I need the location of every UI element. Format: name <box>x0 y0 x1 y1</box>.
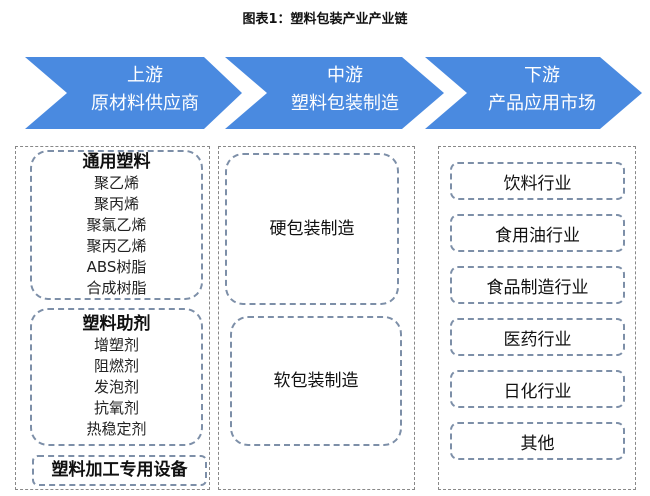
stage-level: 上游 <box>127 65 163 86</box>
downstream-item: 医药行业 <box>450 318 625 356</box>
box-label: 硬包装制造 <box>269 218 355 239</box>
arrow-upstream <box>25 57 242 129</box>
list-item: 聚丙乙烯 <box>86 236 147 255</box>
stage-downstream: 下游 产品应用市场 <box>452 62 632 118</box>
stage-level: 中游 <box>327 65 363 86</box>
list-item: ABS树脂 <box>86 257 147 276</box>
equipment-box: 塑料加工专用设备 <box>32 455 207 486</box>
midstream-column <box>218 146 415 490</box>
box-label: 软包装制造 <box>273 370 359 391</box>
list-item: 合成树脂 <box>86 278 147 297</box>
stage-name: 塑料包装制造 <box>291 93 399 114</box>
stage-name: 产品应用市场 <box>488 93 596 114</box>
downstream-item: 食用油行业 <box>450 214 625 252</box>
stage-upstream: 上游 原材料供应商 <box>55 62 235 118</box>
box-heading: 通用塑料 <box>82 151 151 172</box>
list-item: 聚乙烯 <box>93 173 139 192</box>
stage-midstream: 中游 塑料包装制造 <box>255 62 435 118</box>
list-item: 阻燃剂 <box>93 357 139 375</box>
arrow-downstream <box>425 57 642 129</box>
stage-name: 原材料供应商 <box>91 93 199 114</box>
list-item: 热稳定剂 <box>86 420 147 438</box>
list-item: 发泡剂 <box>93 378 139 396</box>
flexible-packaging-box: 软包装制造 <box>230 316 402 446</box>
list-item: 抗氧剂 <box>93 399 139 417</box>
general-plastics-box: 通用塑料 聚乙烯 聚丙烯 聚氯乙烯 聚丙乙烯 ABS树脂 合成树脂 <box>30 150 203 300</box>
downstream-item: 饮料行业 <box>450 162 625 200</box>
downstream-column <box>438 146 636 490</box>
downstream-item: 日化行业 <box>450 370 625 408</box>
list-item: 聚丙烯 <box>93 194 139 213</box>
box-heading: 塑料加工专用设备 <box>51 460 188 480</box>
arrow-midstream <box>225 57 444 129</box>
chart-title: 图表1：塑料包装产业产业链 <box>242 12 408 27</box>
rigid-packaging-box: 硬包装制造 <box>225 153 399 305</box>
additives-box: 塑料助剂 增塑剂 阻燃剂 发泡剂 抗氧剂 热稳定剂 <box>30 308 203 446</box>
downstream-item: 其他 <box>450 422 625 460</box>
list-item: 增塑剂 <box>93 336 139 354</box>
upstream-column <box>15 146 210 490</box>
box-heading: 塑料助剂 <box>82 314 151 334</box>
list-item: 聚氯乙烯 <box>86 215 147 234</box>
stage-level: 下游 <box>524 65 560 86</box>
stage-arrows <box>25 57 642 129</box>
downstream-item: 食品制造行业 <box>450 266 625 304</box>
